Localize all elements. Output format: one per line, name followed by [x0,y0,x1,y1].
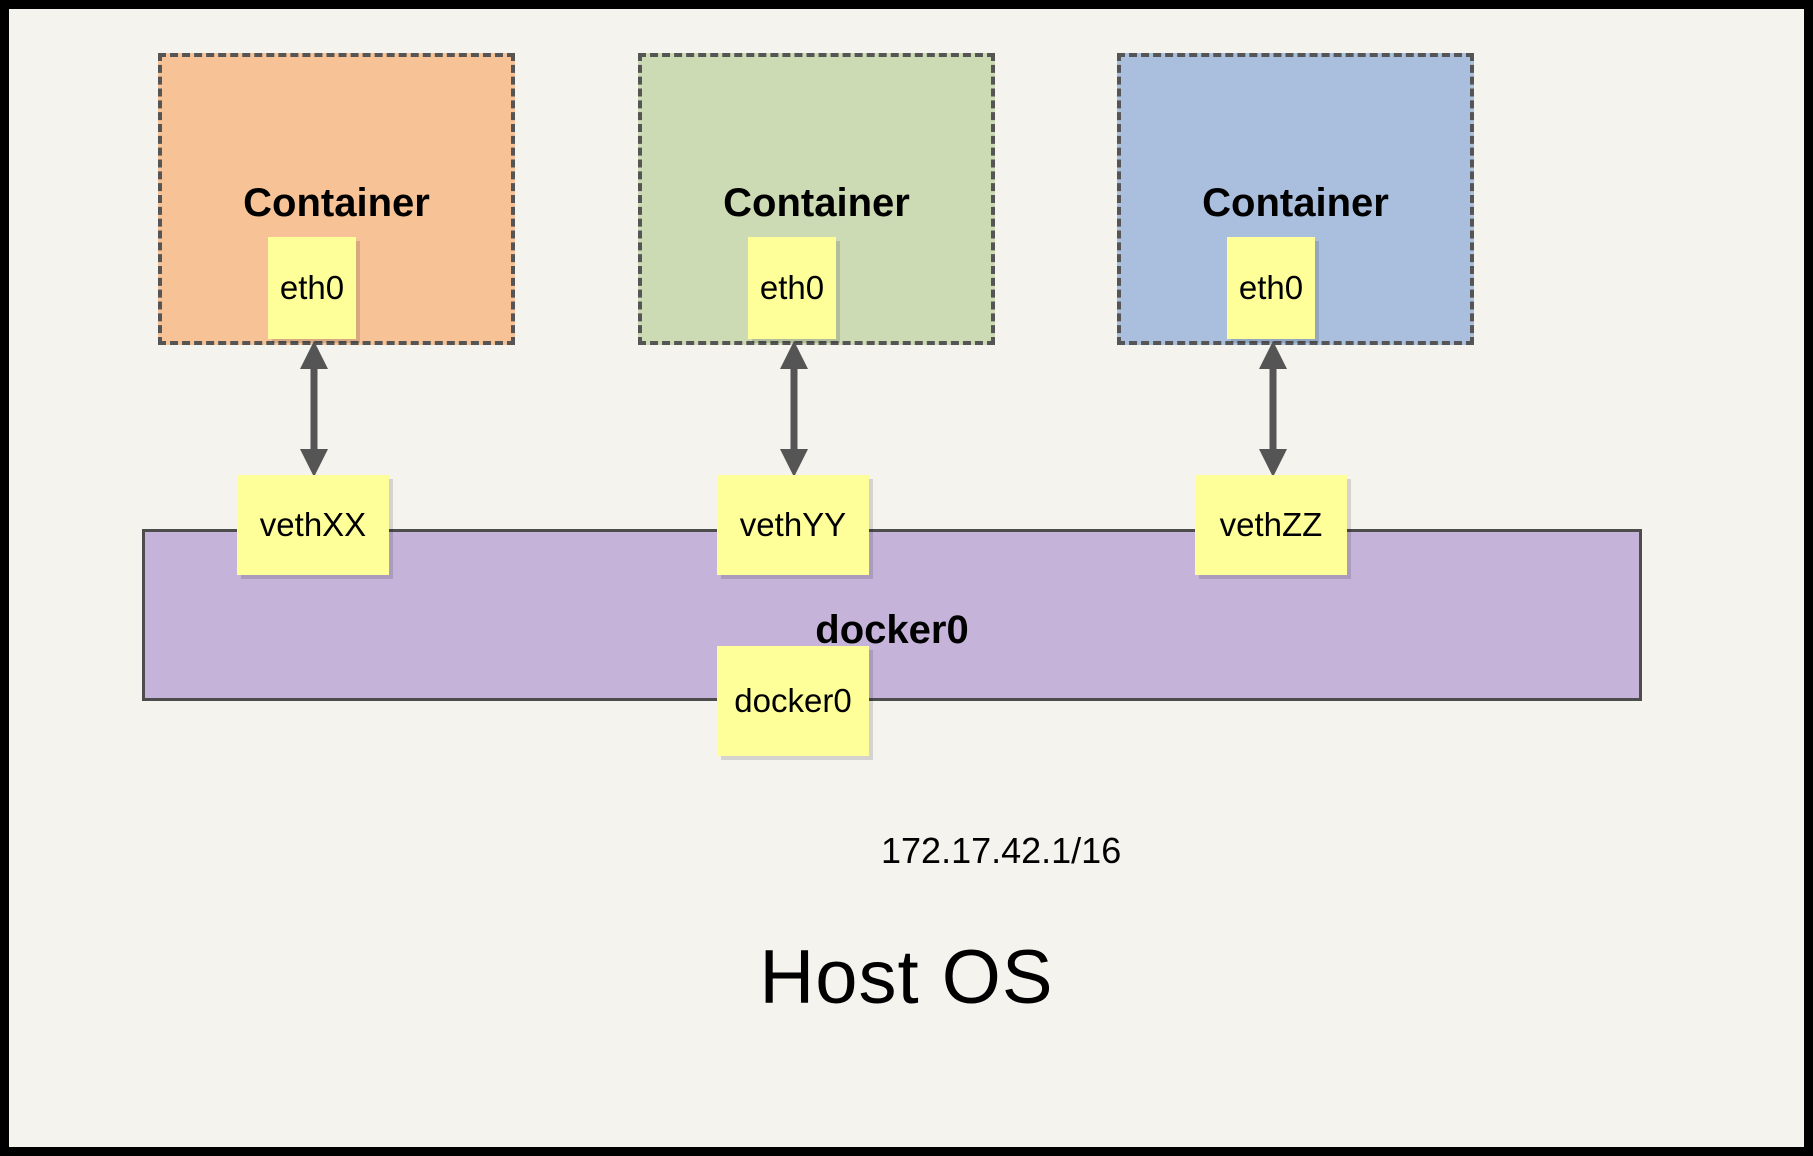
docker0-bridge-label: docker0 [815,608,969,652]
container-title-1: Container [243,181,430,225]
container-eth0-note-2: eth0 [748,237,836,339]
container-eth0-label-3: eth0 [1238,269,1304,306]
veth-link-arrow-3 [1259,341,1287,477]
veth-link-arrow-2 [780,341,808,477]
veth-note-1: vethXX [237,475,389,575]
container-title-3: Container [1202,181,1389,225]
container-title-2: Container [723,181,910,225]
veth-link-arrow-1 [300,341,328,477]
docker0-interface-note: docker0 [717,646,869,756]
host-os-panel: Container eth0 vethXX Container eth0 v [9,9,1804,1147]
veth-label-2: vethYY [739,506,847,543]
docker0-interface-label: docker0 [734,682,852,719]
container-eth0-label-1: eth0 [279,269,345,306]
docker0-ip-address: 172.17.42.1/16 [881,830,1122,871]
container-eth0-note-3: eth0 [1227,237,1315,339]
host-os-title-wrap: Host OS [9,934,1804,1021]
veth-note-2: vethYY [717,475,869,575]
container-box-3: Container [1117,53,1474,345]
container-eth0-note-1: eth0 [268,237,356,339]
docker0-bridge-bar: docker0 [142,529,1642,701]
container-eth0-label-2: eth0 [759,269,825,306]
veth-label-3: vethZZ [1219,506,1323,543]
veth-note-3: vethZZ [1195,475,1347,575]
host-os-title: Host OS [759,935,1054,1020]
veth-label-1: vethXX [259,506,367,543]
